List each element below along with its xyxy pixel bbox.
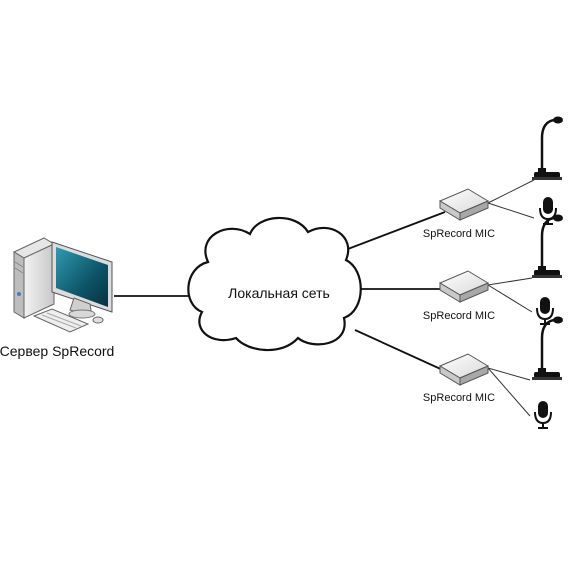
- connections: [114, 179, 535, 417]
- device-label: SpRecord MIC: [423, 228, 495, 240]
- router-box-icon: [439, 353, 489, 386]
- link-device-1-mic-a: [487, 179, 535, 204]
- link-device-3-mic-a: [487, 367, 531, 381]
- link-device-2-mic-b: [487, 284, 533, 313]
- device-3: SpRecord MIC: [423, 353, 495, 404]
- link-device-2-mic-a: [487, 277, 533, 286]
- link-device-3-mic-b: [487, 367, 531, 417]
- gooseneck-microphone-icon: [530, 115, 565, 182]
- device-label: SpRecord MIC: [423, 310, 495, 322]
- link-device-1-mic-b: [487, 202, 535, 219]
- link-network-device-1: [339, 211, 446, 253]
- gooseneck-microphone-icon: [530, 315, 565, 382]
- router-box-icon: [439, 270, 489, 303]
- network-label: Локальная сеть: [228, 285, 330, 301]
- device-1: SpRecord MIC: [423, 188, 495, 240]
- microphone-icon: [534, 400, 552, 429]
- server-label: Сервер SpRecord: [0, 343, 114, 359]
- device-label: SpRecord MIC: [423, 392, 495, 404]
- router-box-icon: [439, 188, 489, 221]
- cloud-icon: [187, 216, 362, 352]
- link-network-device-3: [354, 329, 446, 372]
- computer-icon: [12, 237, 113, 333]
- device-2: SpRecord MIC: [423, 270, 495, 322]
